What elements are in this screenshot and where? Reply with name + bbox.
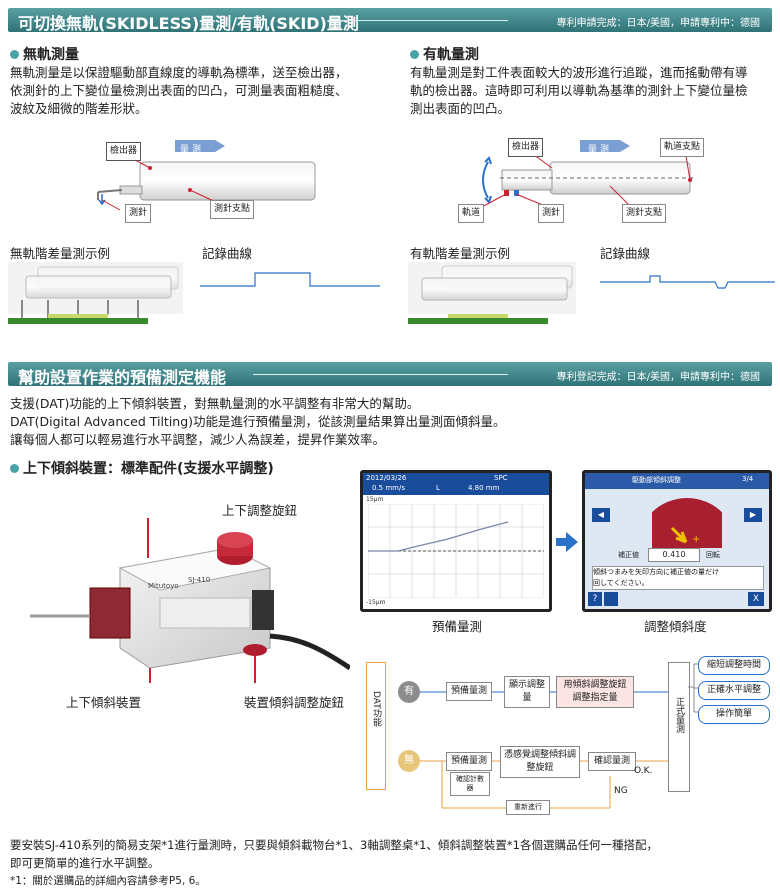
skidless-detector-label: 檢出器 xyxy=(106,142,142,161)
skidless-curve-label: 記錄曲線 xyxy=(202,246,253,261)
skidless-stylus-label: 測針 xyxy=(125,204,152,223)
skid-body: 有軌量測是對工件表面較大的波形進行追蹤，進而搖動帶有導 軌的檢出器。這時即可利用… xyxy=(410,65,748,116)
tilt-caption: 調整傾斜度 xyxy=(644,619,707,634)
skid-detector-label: 檢出器 xyxy=(508,138,544,157)
bullet-icon xyxy=(10,50,19,59)
skid-curve-label: 記錄曲線 xyxy=(600,246,651,261)
skidless-step-illustration xyxy=(8,262,183,324)
skid-label: 軌道 xyxy=(458,204,485,223)
skid-step-illustration xyxy=(408,262,576,324)
flow-ok: O.K. xyxy=(634,766,653,776)
skid-diagram xyxy=(479,140,695,209)
skid-heading: 有軌量測 xyxy=(410,44,479,64)
tilt-device-label: 上下傾斜裝置 xyxy=(66,695,142,710)
screen-date: 2012/03/26 xyxy=(366,474,407,482)
skidless-example-label: 無軌階差量測示例 xyxy=(10,246,111,261)
section1-patent-note: 專利申請完成：日本/美國，申請專利中：德國 xyxy=(556,18,760,29)
correction-value: 0.410 xyxy=(648,548,700,562)
bullet-icon xyxy=(10,464,19,473)
skidless-measure-arrow-label: 量 測 xyxy=(180,145,201,155)
screen-ytop: 15μm xyxy=(366,496,384,503)
flow-no-badge: 無 xyxy=(398,750,420,772)
tilt-screen-title: 駆動部傾斜調整 xyxy=(632,476,681,484)
preliminary-measure-screen: 2012/03/26 SPC 0.5 mm/s L 4.80 mm 15μm -… xyxy=(360,470,552,612)
skidless-diagram xyxy=(97,140,316,211)
next-arrow-icon[interactable]: ▶ xyxy=(744,508,762,522)
section2-banner: 幫助設置作業的預備測定機能 專利登記完成：日本/美國，申請專利中：德國 xyxy=(8,362,772,387)
user-icon[interactable] xyxy=(604,592,618,606)
benefit-3: 操作簡單 xyxy=(698,705,770,724)
flow-yes-step-3: 用傾斜調整旋鈕調整指定量 xyxy=(556,676,634,708)
benefit-2: 正確水平調整 xyxy=(698,681,770,700)
arrow-right-icon xyxy=(556,532,578,552)
flow-retry: 重新進行 xyxy=(506,800,550,815)
skidless-fulcrum-label: 測針支點 xyxy=(210,200,255,219)
screen-length: 4.80 mm xyxy=(468,484,500,492)
prev-arrow-icon[interactable]: ◀ xyxy=(592,508,610,522)
preliminary-graph xyxy=(368,504,544,598)
close-button[interactable]: X xyxy=(748,592,764,606)
skid-fulcrum-point-label: 軌道支點 xyxy=(660,138,705,157)
flow-yes-step-1: 預備量測 xyxy=(446,682,492,701)
screen-spc: SPC xyxy=(494,474,508,482)
section2-title: 幫助設置作業的預備測定機能 xyxy=(18,368,227,387)
banner-line xyxy=(253,374,508,375)
brand-logo: Mitutoyo xyxy=(148,582,179,590)
section2-patent-note: 專利登記完成：日本/美國，申請專利中：德國 xyxy=(556,372,760,383)
screen-ybottom: -15μm xyxy=(366,599,386,606)
tilt-device-heading: 上下傾斜裝置：標準配件(支援水平調整) xyxy=(10,458,274,478)
formal-measure-box: 正式量測 xyxy=(668,662,690,792)
flow-no-step-3: 確認量測 xyxy=(588,752,636,771)
section1-title: 可切換無軌(SKIDLESS)量測/有軌(SKID)量測 xyxy=(18,14,359,33)
rotation-label: 回転 xyxy=(706,551,720,559)
footer-text: 要安裝SJ-410系列的簡易支架*1進行量測時，只要與傾斜載物台*1、3軸調整桌… xyxy=(10,838,658,887)
section2-body: 支援(DAT)功能的上下傾斜裝置，對無軌量測的水平調整有非常大的幫助。 DAT(… xyxy=(10,396,506,447)
skidless-heading: 無軌測量 xyxy=(10,44,79,64)
flow-yes-step-2: 顯示調整量 xyxy=(504,676,550,708)
bullet-icon xyxy=(410,50,419,59)
sj410-device-illustration xyxy=(30,518,350,683)
tilt-screen-page: 3/4 xyxy=(742,475,754,483)
skid-measure-arrow-label: 量 測 xyxy=(588,145,609,155)
flow-counter: 確認計數器 xyxy=(450,772,490,796)
flow-no-step-1: 預備量測 xyxy=(446,752,492,771)
screen-l: L xyxy=(436,484,440,492)
tilt-dial-graphic: + xyxy=(652,498,722,548)
skid-example-label: 有軌階差量測示例 xyxy=(410,246,511,261)
help-button[interactable]: ? xyxy=(588,592,602,606)
skid-stylus-label: 測針 xyxy=(538,204,565,223)
vertical-knob-label: 上下調整旋鈕 xyxy=(222,503,298,518)
correction-label: 補正値 xyxy=(618,551,639,559)
tilt-message: 傾斜つまみを矢印方向に補正値の量だけ 回してください。 xyxy=(592,566,764,590)
banner-line xyxy=(338,20,508,21)
benefit-1: 縮短調整時間 xyxy=(698,656,770,675)
dat-function-box: DAT功能 xyxy=(366,662,386,790)
svg-text:+: + xyxy=(692,534,700,545)
skidless-body: 無軌測量是以保證驅動部直線度的導軌為標準，送至檢出器， 依測針的上下變位量檢測出… xyxy=(10,65,348,116)
screen-speed: 0.5 mm/s xyxy=(372,484,406,492)
flow-no-step-2: 憑感覺調整傾斜調整旋鈕 xyxy=(500,746,580,778)
skid-record-curve xyxy=(600,275,775,289)
tilt-knob-label: 裝置傾斜調整旋鈕 xyxy=(244,695,345,710)
skid-stylus-fulcrum-label: 測針支點 xyxy=(622,204,667,223)
tilt-adjust-screen: 駆動部傾斜調整 3/4 ◀ ▶ + 補正値 0.410 回転 傾斜つまみを矢印方… xyxy=(582,470,772,612)
flow-yes-badge: 有 xyxy=(398,681,420,703)
model-label: SJ-410 xyxy=(188,576,211,584)
skidless-record-curve xyxy=(200,272,380,287)
benefit-bracket xyxy=(688,663,700,713)
flow-ng: NG xyxy=(614,786,628,796)
preliminary-caption: 預備量測 xyxy=(432,619,483,634)
section1-banner: 可切換無軌(SKIDLESS)量測/有軌(SKID)量測 專利申請完成：日本/美… xyxy=(8,8,772,33)
